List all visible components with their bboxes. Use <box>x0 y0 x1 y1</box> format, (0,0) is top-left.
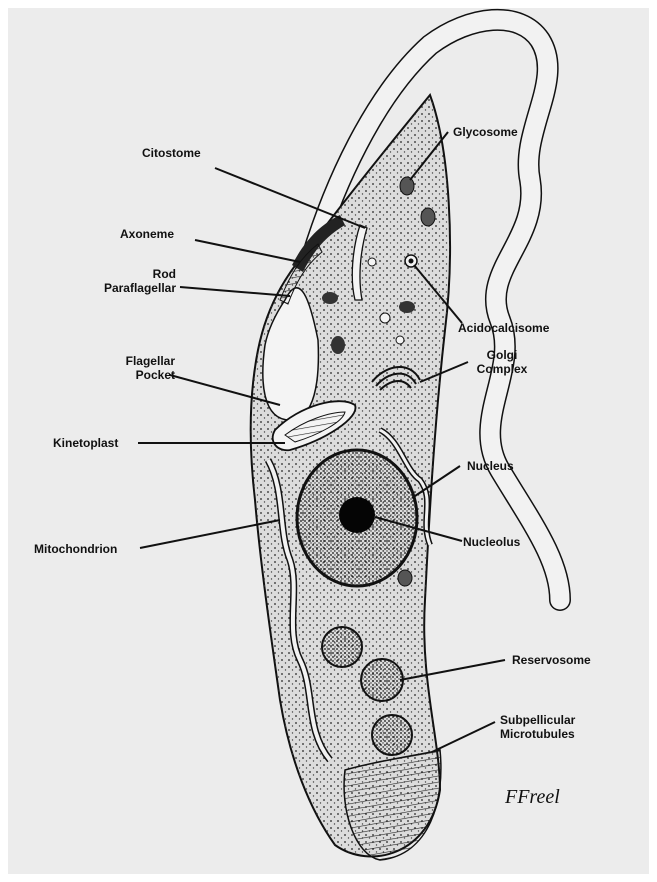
label-reservosome: Reservosome <box>512 653 591 667</box>
label-mitochondrion: Mitochondrion <box>34 542 117 556</box>
subpellicular-microtubules <box>344 750 441 860</box>
subpellicular-microtubules-leader <box>432 722 495 752</box>
axoneme-leader <box>195 240 300 262</box>
label-axoneme: Axoneme <box>120 227 174 241</box>
label-nucleus: Nucleus <box>467 459 514 473</box>
label-rod-paraflagellar: Rod Paraflagellar <box>86 267 176 295</box>
label-acidocalcisome: Acidocalcisome <box>458 321 549 335</box>
label-nucleolus: Nucleolus <box>463 535 520 549</box>
label-golgi-complex: Golgi Complex <box>472 348 532 376</box>
nucleolus-shape <box>339 497 375 533</box>
label-kinetoplast: Kinetoplast <box>53 436 118 450</box>
label-subpellicular-microtubules: Subpellicular Microtubules <box>500 713 575 741</box>
artist-signature: FFreel <box>504 786 560 808</box>
label-flagellar-pocket: Flagellar Pocket <box>111 354 175 382</box>
glycosome-shape <box>400 177 414 195</box>
label-glycosome: Glycosome <box>453 125 518 139</box>
label-citostome: Citostome <box>142 146 201 160</box>
rod-paraflagellar-leader <box>180 287 290 296</box>
